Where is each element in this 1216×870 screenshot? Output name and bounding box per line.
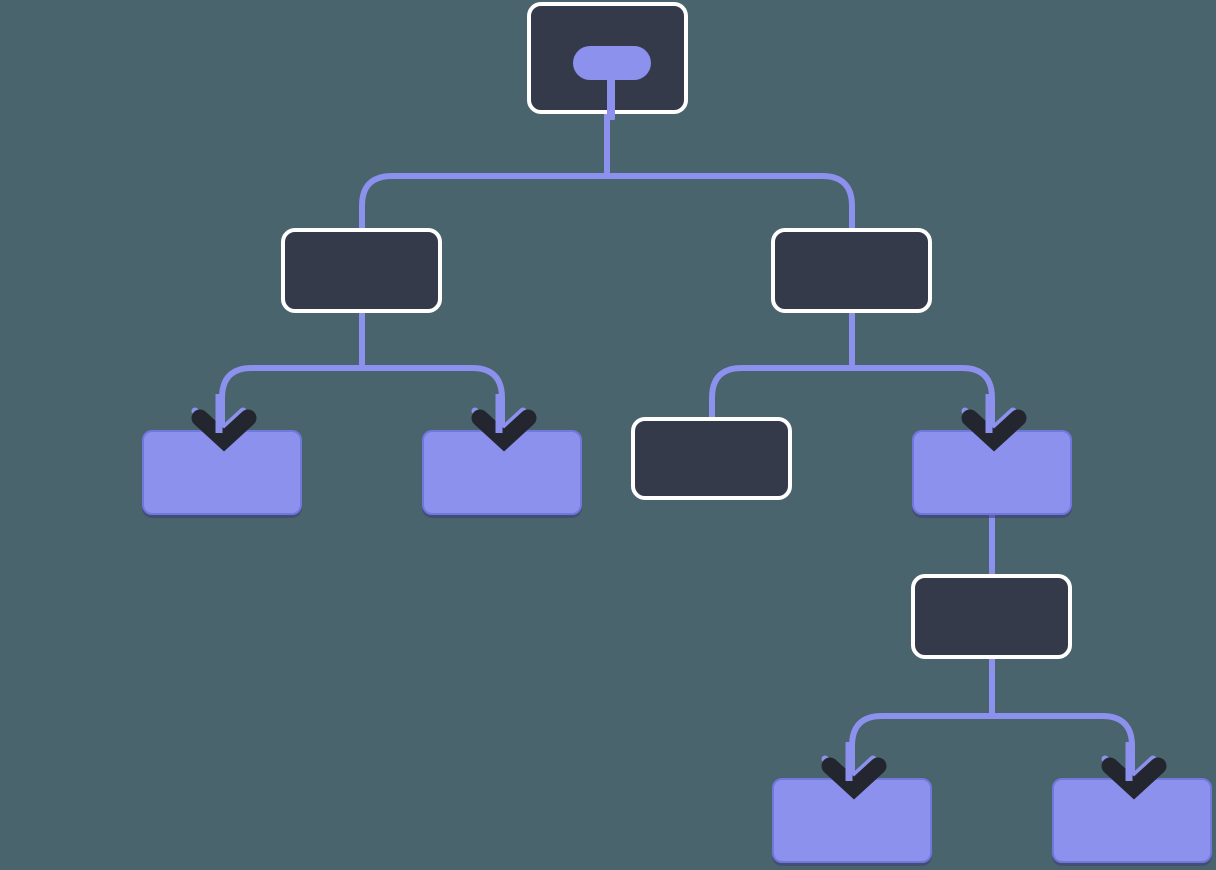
leaf-node-1[interactable] xyxy=(142,430,302,515)
leaf-node-5[interactable] xyxy=(772,778,932,863)
leaf-node-4[interactable] xyxy=(912,430,1072,515)
sub-branch-node[interactable] xyxy=(911,574,1072,659)
leaf-node-6[interactable] xyxy=(1052,778,1212,863)
root-node-stem-glyph xyxy=(607,68,615,120)
branch-right-node[interactable] xyxy=(771,228,932,313)
leaf-node-3[interactable] xyxy=(631,417,792,500)
branch-left-node[interactable] xyxy=(281,228,442,313)
leaf-node-2[interactable] xyxy=(422,430,582,515)
root-node[interactable] xyxy=(527,2,688,120)
